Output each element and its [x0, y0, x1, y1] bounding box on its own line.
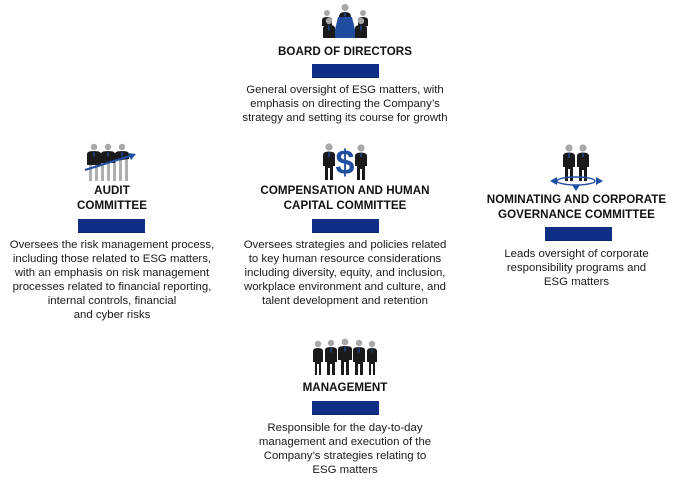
compensation-description: Oversees strategies and policies related…: [225, 238, 465, 308]
audit-description: Oversees the risk management process, in…: [0, 238, 224, 322]
description-line: and cyber risks: [73, 309, 151, 321]
team-growth-chart-icon: [84, 143, 136, 181]
description-line: internal controls, financial: [47, 295, 177, 307]
description-line: including diversity, equity, and inclusi…: [244, 267, 446, 279]
description-line: management and execution of the: [258, 436, 432, 448]
compensation-accent-bar: [312, 219, 379, 233]
title-line: COMPENSATION AND HUMAN: [260, 184, 430, 197]
description-line: ESG matters: [312, 464, 378, 476]
board-description: General oversight of ESG matters, with e…: [225, 83, 465, 125]
nominating-accent-bar: [545, 227, 612, 241]
description-line: responsibility programs and: [506, 262, 647, 274]
description-line: talent development and retention: [262, 295, 428, 307]
management-description: Responsible for the day-to-day managemen…: [225, 421, 465, 477]
audit-committee-section: AUDIT COMMITTEE Oversees the risk manage…: [0, 140, 224, 330]
description-line: Responsible for the day-to-day: [267, 422, 423, 434]
description-line: emphasis on directing the Company’s: [250, 98, 440, 110]
board-title: BOARD OF DIRECTORS: [277, 45, 413, 58]
people-directional-arrows-icon: [550, 144, 603, 191]
description-line: processes related to financial reporting…: [12, 281, 212, 293]
description-line: to key human resource considerations: [248, 253, 442, 265]
nominating-description: Leads oversight of corporate responsibil…: [475, 247, 678, 289]
board-accent-bar: [312, 64, 379, 78]
description-line: Company’s strategies relating to: [263, 450, 427, 462]
title-line: AUDIT: [94, 184, 130, 197]
management-accent-bar: [312, 401, 379, 415]
title-line: GOVERNANCE COMMITTEE: [498, 207, 655, 221]
people-dollar-sign-icon: $: [323, 143, 367, 182]
title-line: COMMITTEE: [76, 198, 147, 212]
description-line: strategy and setting its course for grow…: [242, 112, 448, 124]
description-line: ESG matters: [543, 276, 610, 288]
nominating-committee-section: NOMINATING AND CORPORATE GOVERNANCE COMM…: [475, 140, 678, 300]
description-line: with an emphasis on risk management: [14, 267, 210, 279]
title-line: CAPITAL COMMITTEE: [283, 198, 407, 212]
management-section: MANAGEMENT Responsible for the day-to-da…: [225, 330, 465, 481]
management-title: MANAGEMENT: [302, 381, 388, 394]
boardroom-meeting-icon: [322, 3, 368, 38]
title-line: NOMINATING AND CORPORATE: [486, 193, 667, 206]
description-line: workplace environment and culture, and: [244, 281, 446, 293]
description-line: General oversight of ESG matters, with: [246, 84, 444, 96]
management-team-icon: [313, 338, 377, 375]
nominating-title: NOMINATING AND CORPORATE GOVERNANCE COMM…: [475, 193, 678, 222]
audit-title: AUDIT COMMITTEE: [0, 184, 224, 213]
audit-accent-bar: [78, 219, 145, 233]
description-line: Oversees the risk management process,: [9, 239, 215, 251]
board-of-directors-section: BOARD OF DIRECTORS General oversight of …: [225, 0, 465, 130]
description-line: Oversees strategies and policies related: [243, 239, 447, 251]
compensation-title: COMPENSATION AND HUMAN CAPITAL COMMITTEE: [225, 184, 465, 213]
compensation-committee-section: $ COMPENSATION AND HUMAN CAPITAL COMMITT…: [225, 140, 465, 315]
description-line: including those related to ESG matters,: [12, 253, 212, 265]
description-line: Leads oversight of corporate: [504, 248, 649, 260]
svg-text:$: $: [336, 144, 355, 182]
